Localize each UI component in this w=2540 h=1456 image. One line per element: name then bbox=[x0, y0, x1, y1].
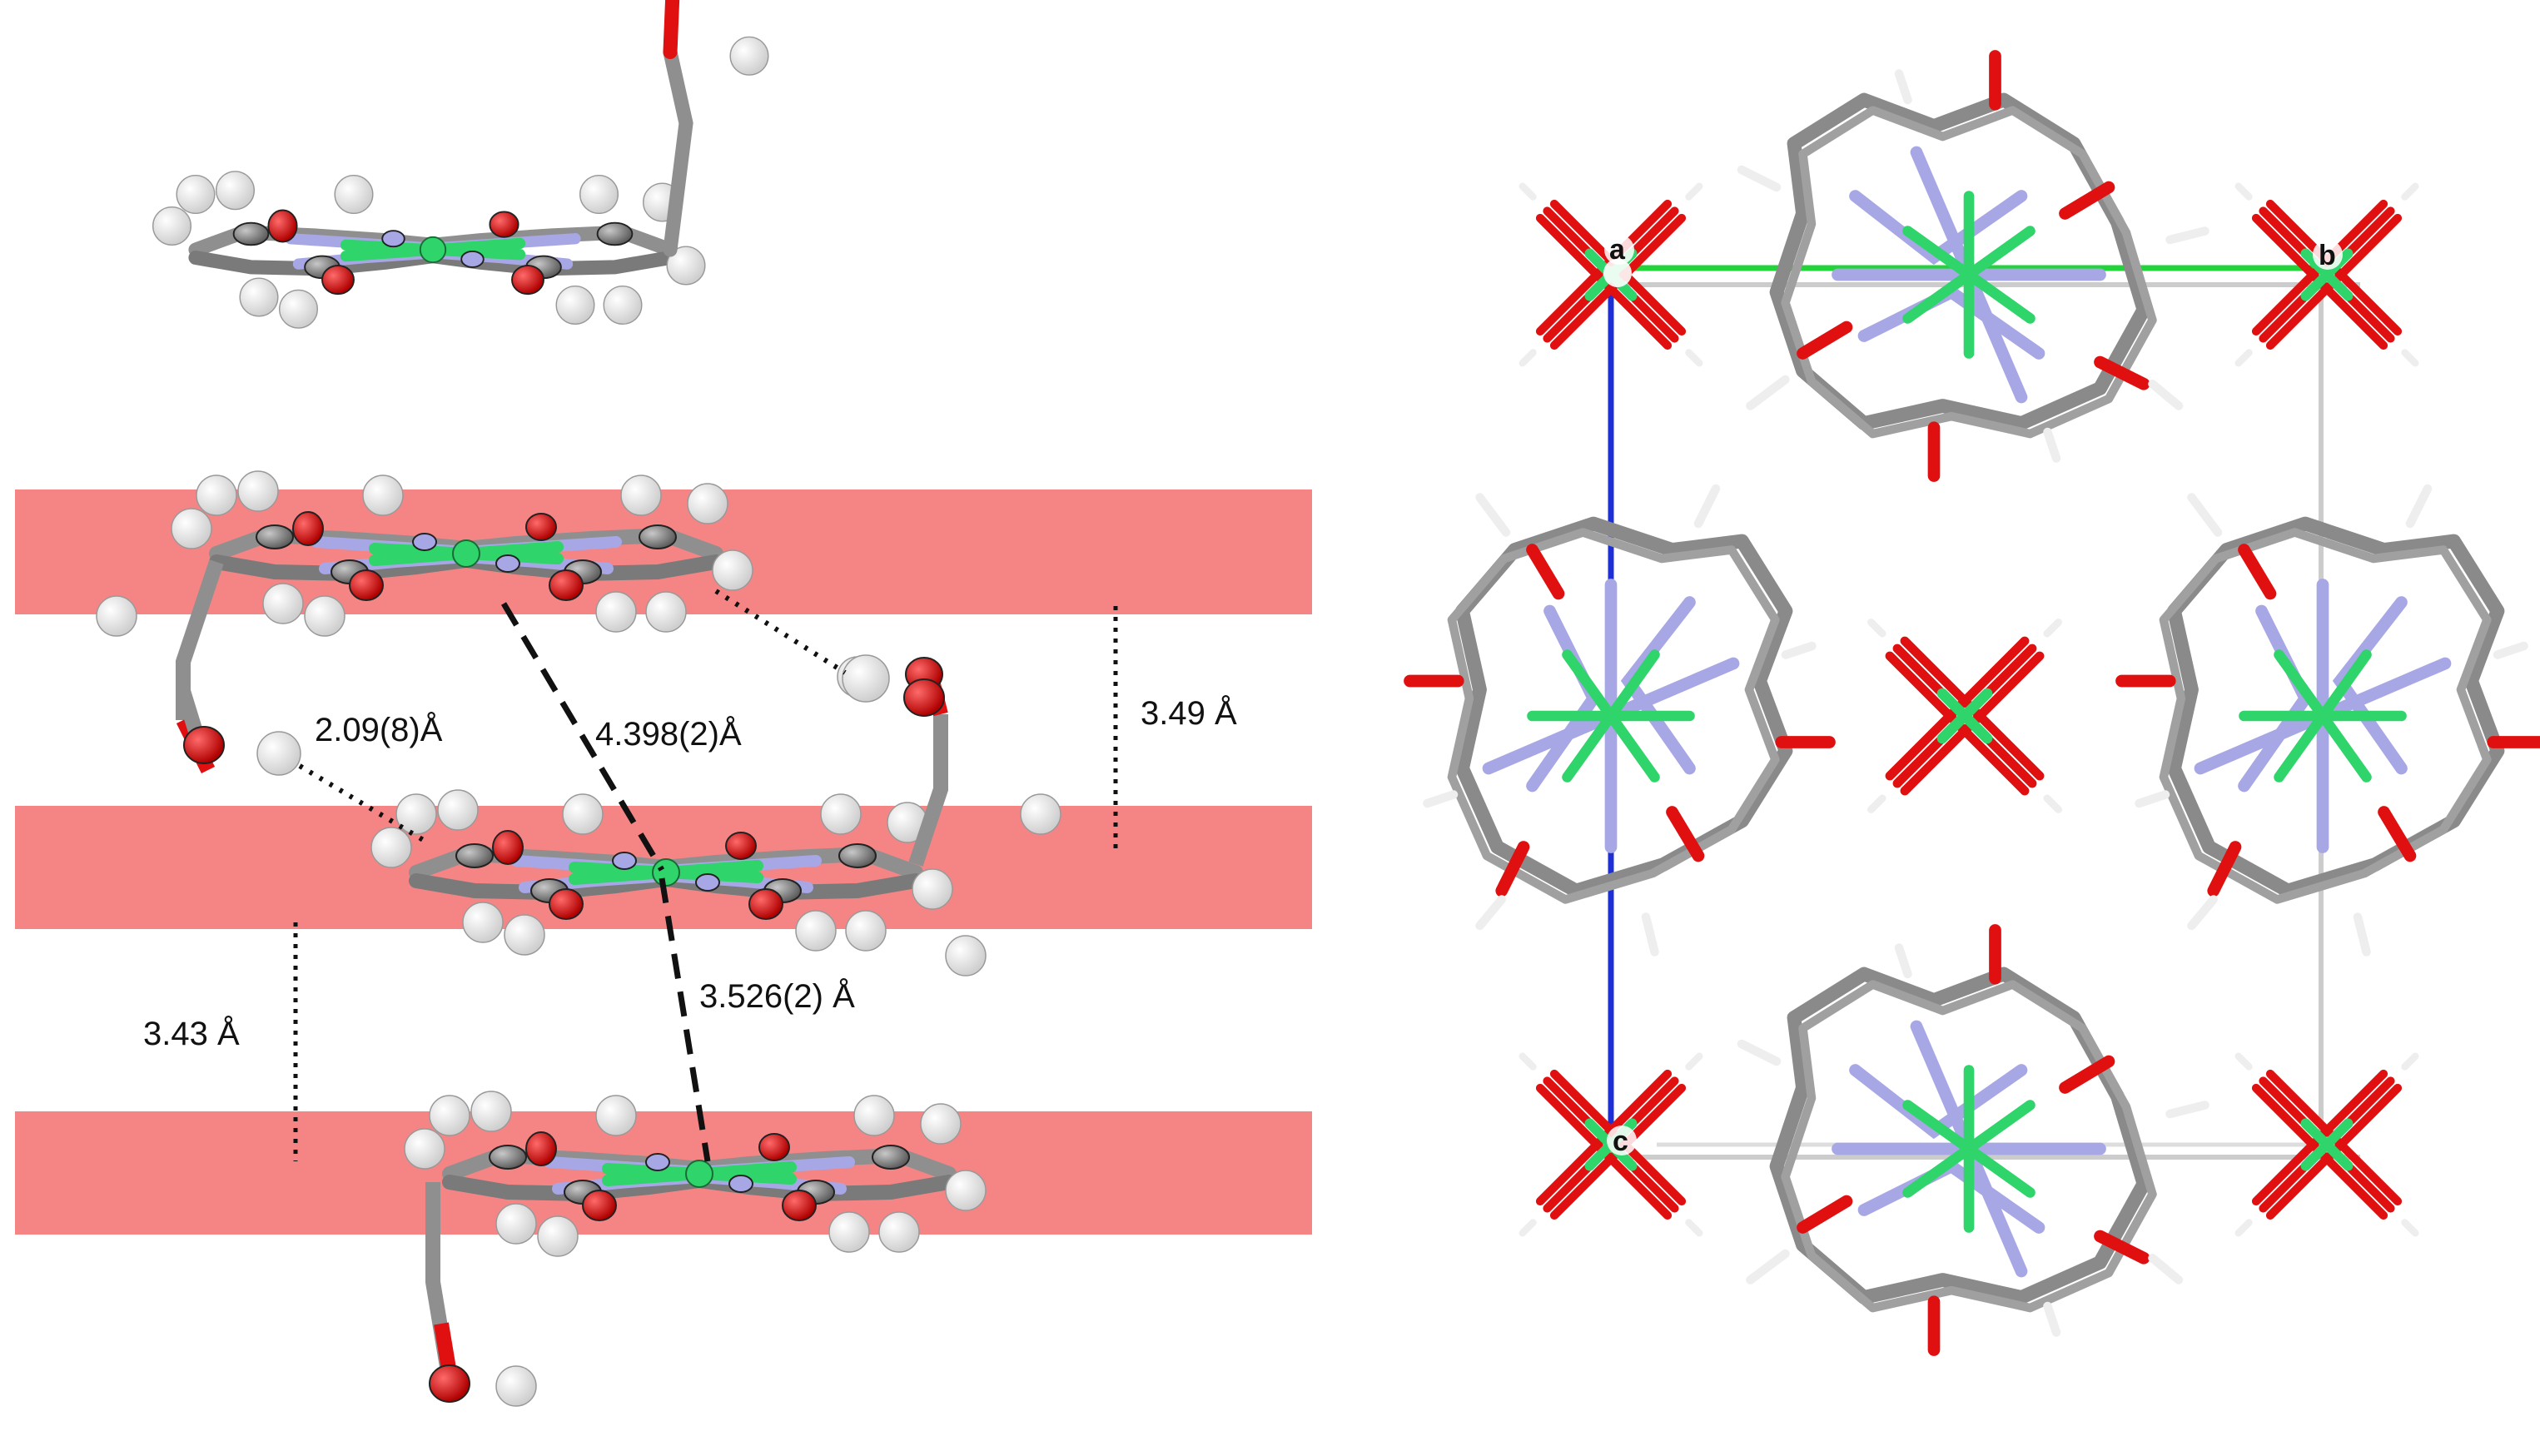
packing-panel: a b c bbox=[1410, 57, 2540, 1350]
metal-metal-distance-line bbox=[659, 877, 711, 1162]
molecule-isolated bbox=[153, 0, 769, 328]
complex-stack-right bbox=[2122, 489, 2540, 952]
interlayer-upper-label: 3.49 Å bbox=[1141, 694, 1237, 732]
metal-metal-distance-label: 3.526(2) Å bbox=[699, 977, 855, 1015]
axis-b-label: b bbox=[2319, 240, 2336, 271]
molecule-stack-3 bbox=[405, 1091, 986, 1407]
centroid-distance-line bbox=[500, 602, 665, 872]
stacking-panel: 2.09(8)Å 4.398(2)Å 3.526(2) Å 3.49 Å 3.4… bbox=[15, 0, 1312, 1407]
solvent-stack-top-right bbox=[2239, 186, 2416, 364]
complex-stack-left bbox=[1410, 489, 1830, 952]
h-bond-line-right bbox=[714, 589, 847, 675]
h-bond-distance-label: 2.09(8)Å bbox=[315, 711, 443, 748]
h-bond-line-left bbox=[298, 763, 426, 843]
interlayer-lower-label: 3.43 Å bbox=[143, 1015, 240, 1052]
hydroxyl-left bbox=[176, 654, 945, 776]
centroid-distance-label: 4.398(2)Å bbox=[595, 715, 742, 753]
axis-c-label: c bbox=[1613, 1126, 1628, 1157]
axis-a-label: a bbox=[1609, 234, 1626, 266]
solvent-stack-center bbox=[1871, 623, 2059, 810]
complex-stack-bottom bbox=[1742, 931, 2205, 1350]
